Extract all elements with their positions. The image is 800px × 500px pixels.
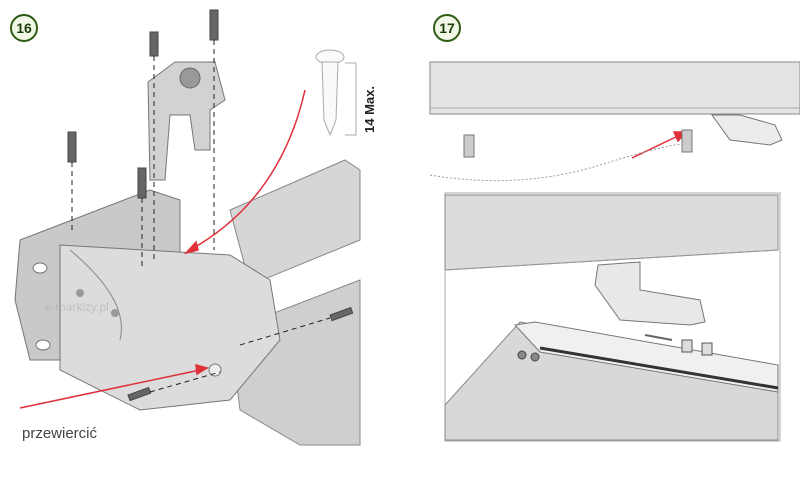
step-17-drawing xyxy=(429,61,800,442)
drill-label: przewiercić xyxy=(22,425,98,442)
screw-length-label: 14 Max. xyxy=(362,86,377,133)
step-17-badge: 17 xyxy=(433,14,461,42)
step-16-drawing xyxy=(14,9,732,446)
step-16-badge: 16 xyxy=(10,14,38,42)
watermark: e-markizy.pl xyxy=(45,300,109,314)
